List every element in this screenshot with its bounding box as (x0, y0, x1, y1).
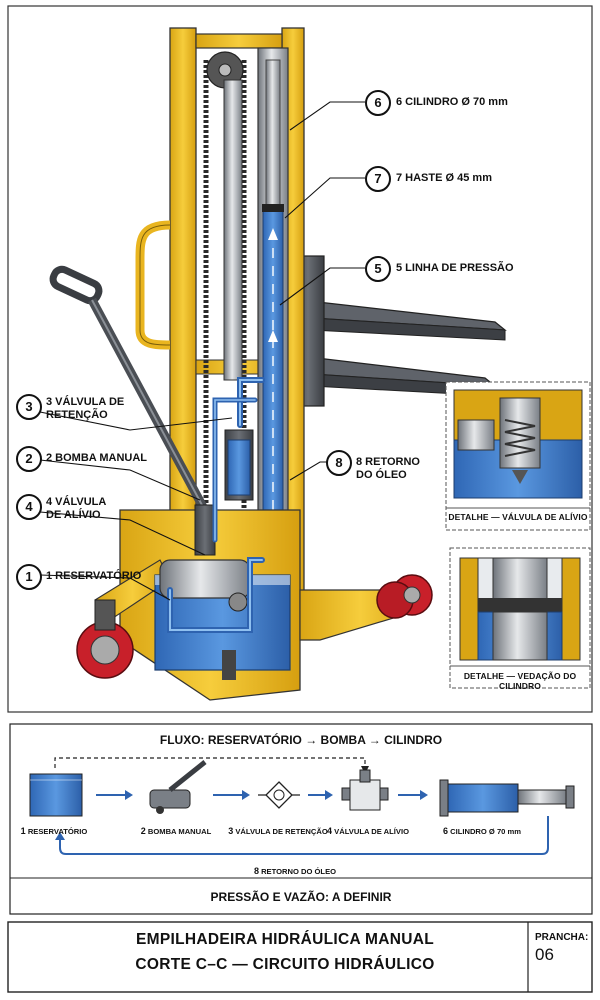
forklift-illustration (7, 5, 593, 713)
flow-diagram (9, 723, 593, 915)
callout-circle-6: 6 (365, 90, 391, 116)
flow-label-pump: 2 BOMBA MANUAL (140, 826, 212, 836)
callout-circle-4: 4 (16, 494, 42, 520)
detail-cylinder-seal (449, 547, 591, 689)
flow-arrows (96, 790, 428, 800)
callout-label-1: 1 RESERVATÓRIO (46, 570, 142, 582)
pressure-flow-note: PRESSÃO E VAZÃO: A DEFINIR (210, 890, 392, 904)
detail-seal-caption: DETALHE — VEDAÇÃO DO CILINDRO (463, 671, 577, 691)
callout-label-7: 7 HASTE Ø 45 mm (396, 172, 492, 184)
leader-lines (39, 101, 365, 601)
callout-label-4: 4 VÁLVULA DE ALÍVIO (46, 496, 107, 521)
cylinder-icon (439, 779, 575, 817)
flow-label-return: 8 RETORNO DO ÓLEO (253, 866, 337, 876)
flow-label-cylinder: 6 CILINDRO Ø 70 mm (442, 826, 522, 836)
sheet-number: 06 (535, 945, 554, 964)
flow-label-check-valve: 3 VÁLVULA DE RETENÇÃO (228, 826, 328, 836)
flow-label-reservoir: 1 RESERVATÓRIO (20, 826, 88, 836)
callout-circle-3: 3 (16, 394, 42, 420)
callout-circle-2: 2 (16, 446, 42, 472)
flow-label-relief-valve: 4 VÁLVULA DE ALÍVIO (327, 826, 409, 836)
relief-valve-icon (341, 769, 389, 811)
flow-frame (9, 723, 593, 915)
detail-relief-valve (445, 381, 591, 531)
callout-label-3: 3 VÁLVULA DE RETENÇÃO (46, 396, 125, 421)
return-line (59, 816, 549, 855)
title-line-2: CORTE C–C — CIRCUITO HIDRÁULICO (135, 956, 435, 973)
callout-circle-8: 8 (326, 450, 352, 476)
title-line-1: EMPILHADEIRA HIDRÁULICA MANUAL (135, 931, 435, 948)
callout-circle-1: 1 (16, 564, 42, 590)
check-valve-icon (258, 781, 300, 809)
pump-handle (49, 265, 214, 523)
wheels (76, 574, 433, 679)
callout-circle-7: 7 (365, 166, 391, 192)
flow-title: FLUXO: RESERVATÓRIO → BOMBA → CILINDRO (159, 733, 443, 747)
callout-label-2: 2 BOMBA MANUAL (46, 452, 148, 464)
callout-circle-5: 5 (365, 256, 391, 282)
sheet-border (7, 5, 593, 713)
base-chassis (94, 509, 422, 701)
detail-valve-caption: DETALHE — VÁLVULA DE ALÍVIO (448, 512, 588, 522)
title-block-frame (7, 921, 593, 993)
sheet-label: PRANCHA: (535, 932, 589, 943)
callout-label-8: 8 RETORNO DO ÓLEO (356, 456, 420, 481)
oil-lines (167, 377, 265, 633)
pump-icon (149, 760, 207, 814)
callout-label-5: 5 LINHA DE PRESSÃO (396, 262, 514, 274)
callout-label-6: 6 CILINDRO Ø 70 mm (396, 96, 508, 108)
manual-pump (159, 429, 254, 612)
